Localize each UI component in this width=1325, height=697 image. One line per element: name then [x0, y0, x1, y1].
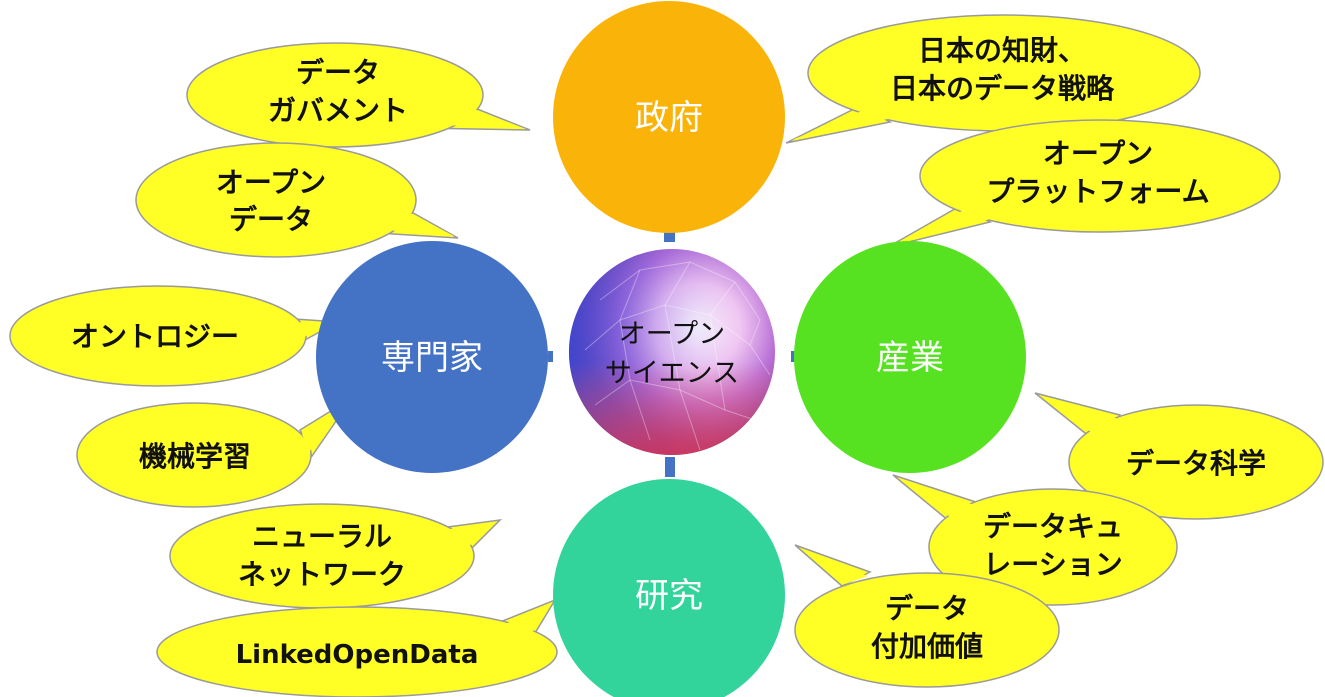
bubble-tail-cover	[1042, 396, 1116, 440]
node-industry: 産業	[794, 241, 1026, 473]
center-label-line: サイエンス	[605, 358, 739, 389]
connectors	[548, 226, 796, 477]
bubble-shape	[1068, 404, 1324, 520]
bubble-tail-cover	[802, 550, 868, 584]
bubble-tail-cover	[424, 100, 526, 129]
bubble-open-data: オープン データ	[135, 142, 459, 258]
bubble-label-line: レーション	[983, 548, 1122, 581]
node-label: 研究	[635, 576, 703, 616]
bubble-ontology: オントロジー	[9, 285, 341, 387]
node-circle	[316, 241, 548, 473]
bubble-data-government: データ ガバメント	[186, 42, 531, 148]
bubble-neural-network: ニューラル ネットワーク	[169, 503, 503, 609]
bubble-label-line: LinkedOpenData	[236, 640, 479, 670]
bubble-tail-cover	[444, 522, 494, 555]
bubble-label-line: データ	[296, 56, 380, 89]
bubble-tail-cover	[894, 210, 994, 244]
node-circle	[794, 241, 1026, 473]
bubble-label-line: オープン	[1043, 137, 1153, 170]
center-sphere-facets	[584, 261, 771, 451]
connector-top	[664, 226, 675, 242]
bubble-shape	[928, 488, 1178, 606]
bubble-label-line: 付加価値	[871, 630, 983, 663]
connector-right	[791, 351, 796, 362]
bubble-data-curation: データキュ レーション	[892, 474, 1178, 606]
bubble-ip-strategy: 日本の知財、 日本のデータ戦略	[785, 14, 1201, 144]
bubble-shape	[135, 142, 417, 258]
bubble-tail-cover	[792, 110, 892, 140]
node-research: 研究	[553, 479, 785, 697]
bubble-label-line: 日本のデータ戦略	[890, 72, 1115, 105]
bubble-label-line: データ科学	[1126, 447, 1266, 480]
node-experts: 専門家	[316, 241, 548, 473]
bubble-tail-cover	[503, 604, 550, 652]
bubble-label-line: ネットワーク	[238, 558, 406, 591]
bubble-label-line: データキュ	[983, 510, 1123, 543]
bubble-label-line: プラットフォーム	[986, 175, 1209, 208]
bubble-shape	[186, 42, 484, 148]
bubble-open-platform: オープン プラットフォーム	[887, 119, 1281, 248]
node-label: 専門家	[381, 338, 483, 378]
bubble-label-line: 機械学習	[139, 440, 251, 473]
bubble-label-line: オープン	[216, 166, 326, 199]
center-sphere-shade-bottom	[569, 249, 775, 455]
bubble-linked-open-data: LinkedOpenData	[156, 598, 558, 697]
node-label: 産業	[876, 338, 944, 378]
connector-bottom	[665, 457, 675, 477]
bubble-label-line: 日本の知財、	[918, 34, 1086, 67]
bubble-label-line: ニューラル	[252, 520, 392, 553]
bubble-shape	[794, 572, 1060, 688]
center-label-line: オープン	[619, 319, 725, 350]
bubble-data-value-add: データ 付加価値	[794, 544, 1060, 688]
node-government: 政府	[553, 1, 785, 233]
connector-left	[548, 351, 553, 362]
node-circle	[553, 479, 785, 697]
bubble-data-science: データ科学	[1034, 392, 1324, 520]
bubble-tail-cover	[364, 204, 454, 236]
bubble-machine-learning: 機械学習	[76, 397, 353, 508]
center-open-science: オープン サイエンス	[569, 249, 775, 455]
bubble-label-line: データ	[229, 203, 313, 236]
bubble-shape	[76, 402, 312, 508]
bubble-label-line: ガバメント	[268, 94, 408, 127]
bubble-tail-cover	[900, 478, 982, 526]
bubble-shape	[919, 119, 1281, 233]
bubble-label-line: データ	[885, 592, 969, 625]
bubble-label-line: オントロジー	[71, 320, 239, 353]
bubble-shape	[156, 606, 558, 697]
node-label: 政府	[635, 98, 703, 138]
node-circle	[553, 1, 785, 233]
